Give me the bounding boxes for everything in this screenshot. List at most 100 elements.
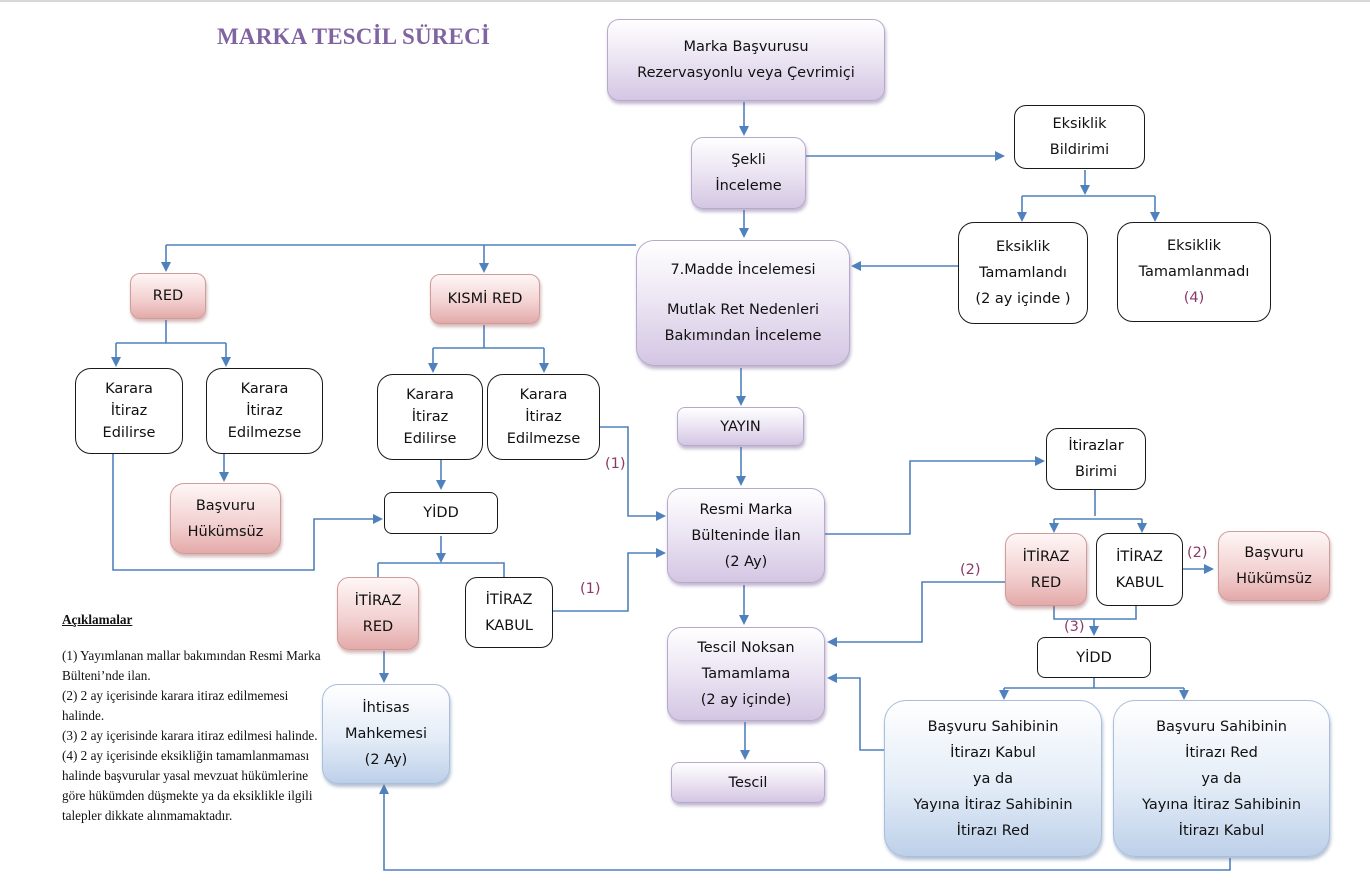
legend-item: (4) 2 ay içerisinde eksikliğin tamamlanm… (62, 748, 313, 823)
node-yayin[interactable]: YAYIN (677, 407, 804, 446)
node-line: İhtisas (362, 700, 410, 716)
footnote-ref: (4) (1183, 290, 1205, 306)
node-line: İTİRAZ (1116, 548, 1163, 565)
node-line: (2 ay içinde) (700, 692, 792, 708)
node-basvuru-hukumsuz-right[interactable]: Başvuru Hükümsüz (1218, 531, 1330, 601)
node-line: Eksiklik (1052, 116, 1107, 132)
node-ihtisas-mahkemesi[interactable]: İhtisas Mahkemesi (2 Ay) (322, 684, 450, 784)
node-line: YAYIN (720, 418, 761, 435)
node-line: Karara (240, 381, 289, 397)
node-line: RED (362, 618, 394, 635)
node-eksiklik-tamamlandi[interactable]: Eksiklik Tamamlandı (2 ay içinde ) (958, 222, 1088, 324)
node-line: Başvuru (195, 497, 256, 514)
node-line: İtirazlar (1068, 438, 1124, 454)
node-line: Edilmezse (506, 431, 581, 447)
node-line: Tamamlama (701, 666, 791, 682)
node-red[interactable]: RED (130, 273, 206, 319)
node-line: Mutlak Ret Nedenleri (667, 302, 819, 318)
connector (1053, 606, 1137, 620)
note-1-lower: (1) (580, 581, 601, 597)
node-line: Karara (406, 387, 454, 403)
legend-item: (3) 2 ay içerisinde karara itiraz edilme… (62, 728, 318, 743)
node-line: İnceleme (715, 178, 782, 194)
node-marka-basvurusu[interactable]: Marka Başvurusu Rezervasyonlu veya Çevri… (607, 19, 885, 101)
node-line: İtirazı Kabul (950, 744, 1036, 761)
node-yidd-right[interactable]: YİDD (1037, 637, 1151, 678)
node-eksiklik-bildirimi[interactable]: Eksiklik Bildirimi (1014, 105, 1145, 169)
node-red-itiraz-edilmezse[interactable]: Karara İtiraz Edilmezse (206, 368, 323, 454)
node-line: KABUL (1115, 574, 1164, 591)
node-line: (2 ay içinde ) (975, 291, 1071, 307)
node-sahibi-itirazi-kabul[interactable]: Başvuru Sahibinin İtirazı Kabul ya da Ya… (884, 700, 1102, 857)
node-line: Mahkemesi (344, 726, 427, 742)
diagram-title: MARKA TESCİL SÜRECİ (217, 24, 491, 49)
node-line: RED (1030, 574, 1062, 591)
connector (165, 320, 226, 344)
node-line: Bülteninde İlan (691, 527, 801, 544)
node-itiraz-red-left[interactable]: İTİRAZ RED (337, 577, 419, 650)
node-kismi-itiraz-edilmezse[interactable]: Karara İtiraz Edilmezse (487, 374, 600, 460)
node-line: İtirazı Kabul (1178, 822, 1265, 839)
legend: Açıklamalar (1) Yayımlanan mallar bakımı… (62, 610, 332, 826)
node-line: Karara (519, 387, 568, 403)
legend-item: (2) 2 ay içerisinde karara itiraz edilme… (62, 688, 289, 723)
node-line: Başvuru Sahibinin (927, 718, 1059, 735)
node-line: Rezervasyonlu veya Çevrimiçi (637, 65, 855, 81)
node-line: İtiraz (411, 409, 449, 425)
node-line: Başvuru (1244, 545, 1304, 561)
note-1-upper: (1) (605, 456, 626, 472)
node-line: KABUL (485, 617, 533, 634)
node-line: Marka Başvurusu (683, 39, 809, 55)
node-tescil[interactable]: Tescil (671, 762, 825, 803)
node-line: Tamamlandı (979, 265, 1067, 281)
connector (827, 673, 884, 751)
node-line: ya da (972, 770, 1014, 787)
node-line: İtirazı Red (1185, 744, 1258, 761)
node-line: Eksiklik (1167, 238, 1221, 254)
node-line: (2 Ay) (724, 553, 768, 570)
note-2-left: (2) (960, 562, 981, 578)
node-yidd-left[interactable]: YİDD (384, 492, 498, 534)
node-line: Edilmezse (227, 425, 302, 441)
node-eksiklik-tamamlanmadi[interactable]: Eksiklik Tamamlanmadı (4) (1117, 222, 1271, 322)
node-kismi-red[interactable]: KISMİ RED (430, 274, 540, 324)
node-line: Tamamlanmadı (1138, 264, 1250, 280)
legend-heading: Açıklamalar (62, 612, 133, 627)
node-line: Birimi (1074, 464, 1118, 480)
node-itiraz-kabul-left[interactable]: İTİRAZ KABUL (465, 577, 553, 648)
node-line: Tescil Noksan (697, 640, 795, 656)
node-line: Başvuru Sahibinin (1156, 718, 1287, 735)
node-line: YİDD (423, 505, 459, 521)
node-line: Eksiklik (996, 239, 1050, 255)
node-resmi-marka-bulteni[interactable]: Resmi Marka Bülteninde İlan (2 Ay) (667, 488, 825, 583)
node-madde7-inceleme[interactable]: 7.Madde İncelemesi Mutlak Ret Nedenleri … (636, 240, 850, 366)
connector (827, 581, 1005, 647)
node-line: Yayına İtiraz Sahibinin (1141, 796, 1302, 813)
node-itiraz-red-right[interactable]: İTİRAZ RED (1005, 533, 1087, 606)
node-line: İtiraz (110, 403, 148, 419)
node-line: Bildirimi (1049, 142, 1110, 158)
node-line: ya da (1201, 770, 1242, 787)
connector (378, 562, 505, 578)
node-itiraz-kabul-right[interactable]: İTİRAZ KABUL (1096, 533, 1183, 606)
node-sahibi-itirazi-red[interactable]: Başvuru Sahibinin İtirazı Red ya da Yayı… (1113, 700, 1330, 857)
connector (112, 454, 383, 571)
node-line: Hükümsüz (1236, 571, 1312, 587)
node-line: İTİRAZ (354, 592, 402, 609)
node-line: YİDD (1076, 649, 1112, 666)
node-line: Resmi Marka (699, 501, 793, 518)
node-red-itiraz-edilirse[interactable]: Karara İtiraz Edilirse (75, 368, 183, 454)
node-line: Yayına İtiraz Sahibinin (913, 796, 1073, 813)
node-basvuru-hukumsuz-left[interactable]: Başvuru Hükümsüz (170, 483, 281, 554)
node-kismi-itiraz-edilirse[interactable]: Karara İtiraz Edilirse (377, 374, 483, 460)
node-line: İtiraz (246, 403, 283, 419)
top-border (0, 0, 1370, 2)
node-tescil-noksan-tamamlama[interactable]: Tescil Noksan Tamamlama (2 ay içinde) (667, 627, 825, 721)
node-line: Tescil (728, 774, 768, 791)
connector (379, 784, 1231, 871)
connector (825, 456, 1045, 535)
node-line: İtirazı Red (956, 822, 1030, 839)
node-itirazlar-birimi[interactable]: İtirazlar Birimi (1046, 428, 1146, 490)
node-line: Şekli (731, 152, 766, 168)
node-sekli-inceleme[interactable]: Şekli İnceleme (691, 137, 806, 209)
